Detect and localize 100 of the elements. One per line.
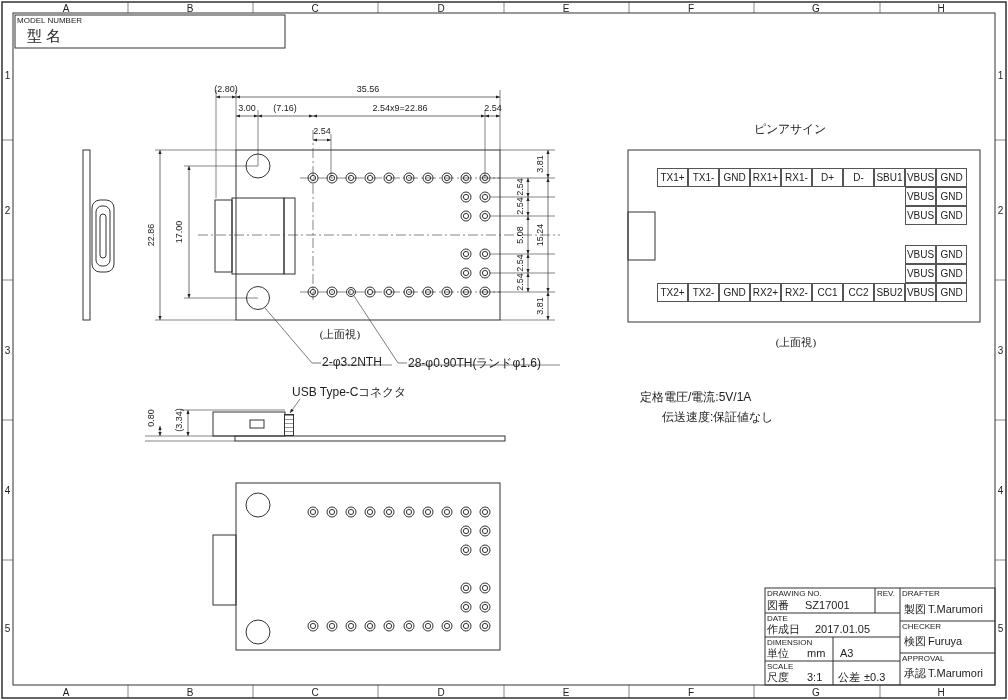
table-cell: VBUS [905, 245, 936, 264]
field-caption: DATE [767, 614, 788, 624]
leader-line [264, 307, 322, 364]
dimension-value: 2.54 [516, 197, 526, 215]
field-caption: APPROVAL [902, 654, 945, 664]
zone-letter: A [62, 2, 70, 13]
field-label: 単位 [767, 646, 789, 660]
rating-note: 伝送速度:保証値なし [662, 411, 774, 425]
table-cell: GND [719, 283, 750, 302]
dimension-value: 2.54x9=22.86 [372, 104, 428, 114]
table-cell: GND [936, 168, 967, 187]
table-cell: CC2 [843, 283, 874, 302]
table-cell: RX2+ [750, 283, 781, 302]
leader-line [353, 295, 408, 364]
field-caption: MODEL NUMBER [17, 16, 83, 26]
table-cell: VBUS [905, 264, 936, 283]
view-note: (上面視) [319, 327, 361, 341]
table-cell: GND [936, 187, 967, 206]
field-value: T.Marumori [928, 602, 983, 616]
field-caption: SCALE [767, 662, 794, 672]
table-cell: GND [936, 283, 967, 302]
field-value: Furuya [928, 634, 963, 648]
field-caption: DIMENSION [767, 638, 813, 648]
dimension-value: 17.00 [175, 220, 185, 244]
zone-number: 3 [4, 344, 11, 356]
field-caption: REV. [877, 589, 895, 599]
zone-letter: B [186, 2, 194, 13]
table-cell: RX1+ [750, 168, 781, 187]
field-value: mm [807, 646, 826, 660]
table-cell: TX1+ [657, 168, 688, 187]
zone-number: 1 [4, 69, 11, 81]
dimension-value: 2.54 [484, 104, 502, 114]
view-note: (上面視) [775, 335, 817, 349]
zone-number: 4 [997, 484, 1004, 496]
dimension-value: 22.86 [147, 223, 157, 247]
zone-letter: C [311, 686, 319, 697]
zone-number: 5 [4, 622, 11, 634]
zone-number: 5 [997, 622, 1004, 634]
field-caption: DRAWING NO. [767, 589, 822, 599]
field-label: 承認 [904, 666, 926, 680]
table-cell: VBUS [905, 283, 936, 302]
dimension-value: (2.80) [214, 85, 238, 95]
zone-number: 4 [4, 484, 11, 496]
connector-drawing [284, 414, 294, 436]
table-cell: D- [843, 168, 874, 187]
dimension-value: 3.81 [536, 297, 546, 315]
table-cell: GND [936, 206, 967, 225]
table-cell: TX1- [688, 168, 719, 187]
zone-number: 1 [997, 69, 1004, 81]
field-label: 公差 [838, 670, 860, 684]
zone-letter: H [937, 2, 945, 13]
dimension-value: (7.16) [273, 104, 297, 114]
table-cell: VBUS [905, 187, 936, 206]
table-cell: RX2- [781, 283, 812, 302]
zone-letter: B [186, 686, 194, 697]
zone-letter: C [311, 2, 319, 13]
dimension-value: 15.24 [536, 223, 546, 247]
dimension-value: 2.54 [516, 254, 526, 272]
field-value: 2017.01.05 [815, 622, 871, 636]
zone-letter: G [812, 2, 820, 13]
dimension-value: 35.56 [356, 85, 380, 95]
zone-number: 2 [4, 204, 11, 216]
table-cell: VBUS [905, 168, 936, 187]
zone-letter: H [937, 686, 945, 697]
field-value: T.Marumori [928, 666, 983, 680]
dimension-value: 2.54 [313, 127, 331, 137]
field-value: 3:1 [807, 670, 823, 684]
dimension-value: 3.81 [536, 155, 546, 173]
table-cell: VBUS [905, 206, 936, 225]
zone-number: 3 [997, 344, 1004, 356]
zone-letter: E [562, 686, 570, 697]
zone-letter: A [62, 686, 70, 697]
dimension-value: 0.80 [147, 409, 157, 427]
table-cell: D+ [812, 168, 843, 187]
table-cell: GND [936, 264, 967, 283]
zone-number: 2 [997, 204, 1004, 216]
table-cell: SBU1 [874, 168, 905, 187]
table-title: ピンアサイン [754, 123, 826, 137]
field-value: ±0.3 [864, 670, 886, 684]
field-label: 型 名 [27, 27, 62, 45]
field-label: 図番 [767, 598, 789, 612]
field-caption: DRAFTER [902, 589, 940, 599]
zone-letter: D [437, 2, 445, 13]
field-value: SZ17001 [805, 598, 850, 612]
table-cell: SBU2 [874, 283, 905, 302]
table-cell: TX2- [688, 283, 719, 302]
field-label: 尺度 [767, 670, 789, 684]
table-cell: GND [719, 168, 750, 187]
zone-letter: E [562, 2, 570, 13]
field-caption: CHECKER [902, 622, 942, 632]
zone-letter: G [812, 686, 820, 697]
dimension-value: 3.00 [238, 104, 256, 114]
dimension-value: 5.08 [516, 226, 526, 244]
dimension-value: (3.34) [175, 408, 185, 432]
zone-letter: D [437, 686, 445, 697]
dimension-value: 2.54 [516, 273, 526, 291]
field-value: A3 [840, 646, 854, 660]
dimension-value: 2.54 [516, 178, 526, 196]
table-cell: RX1- [781, 168, 812, 187]
leader-text: USB Type-Cコネクタ [292, 384, 407, 401]
